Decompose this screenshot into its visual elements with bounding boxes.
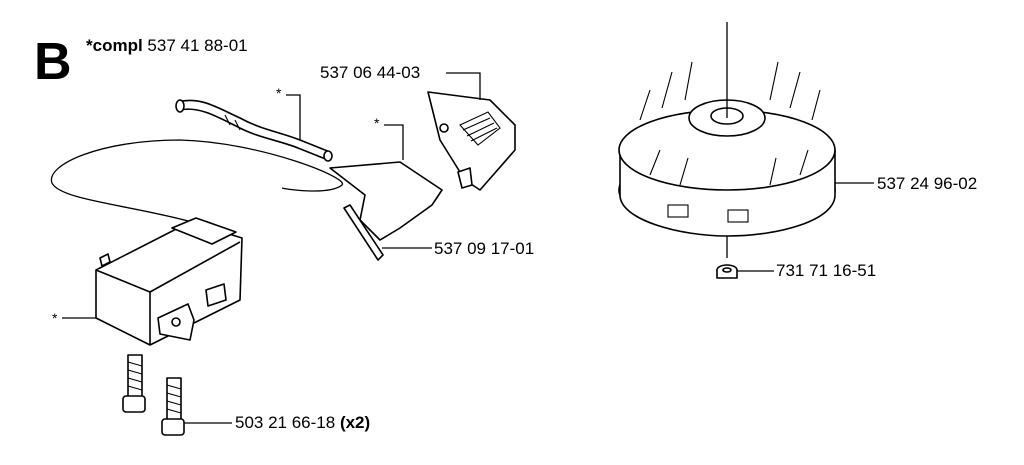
screw-quantity: (x2) [339, 413, 371, 432]
bracket-drawing [329, 161, 443, 261]
section-letter: B [34, 33, 72, 91]
nut-drawing [716, 264, 738, 279]
screw-left-drawing [122, 354, 146, 413]
fuel-tank-drawing [95, 217, 243, 346]
part-number-nut: 731 71 16-51 [776, 261, 877, 280]
fuel-line-drawing [50, 139, 343, 223]
part-number-cover: 537 06 44-03 [320, 63, 421, 82]
kit-label: *compl 537 41 88-01 [86, 36, 248, 56]
kit-prefix: *compl [86, 36, 143, 55]
leader-cover [446, 72, 481, 100]
part-number-screw: 503 21 66-18 [235, 413, 336, 432]
kit-marker-fuel-tank: * [52, 310, 58, 326]
part-number-screw-label: 503 21 66-18 (x2) [235, 414, 370, 431]
leader-fuel-hose [286, 94, 301, 140]
kit-number: 537 41 88-01 [147, 36, 248, 55]
flywheel-drawing [618, 61, 836, 237]
part-number-bracket: 537 09 17-01 [434, 239, 535, 258]
cover-drawing [427, 91, 516, 191]
kit-marker-fuel-hose: * [276, 85, 282, 101]
part-number-flywheel: 537 24 96-02 [877, 174, 978, 193]
screw-right-drawing [161, 377, 185, 436]
leader-bracket-kit [384, 124, 404, 160]
kit-marker-bracket: * [374, 115, 380, 131]
fuel-hose-drawing [175, 99, 333, 162]
